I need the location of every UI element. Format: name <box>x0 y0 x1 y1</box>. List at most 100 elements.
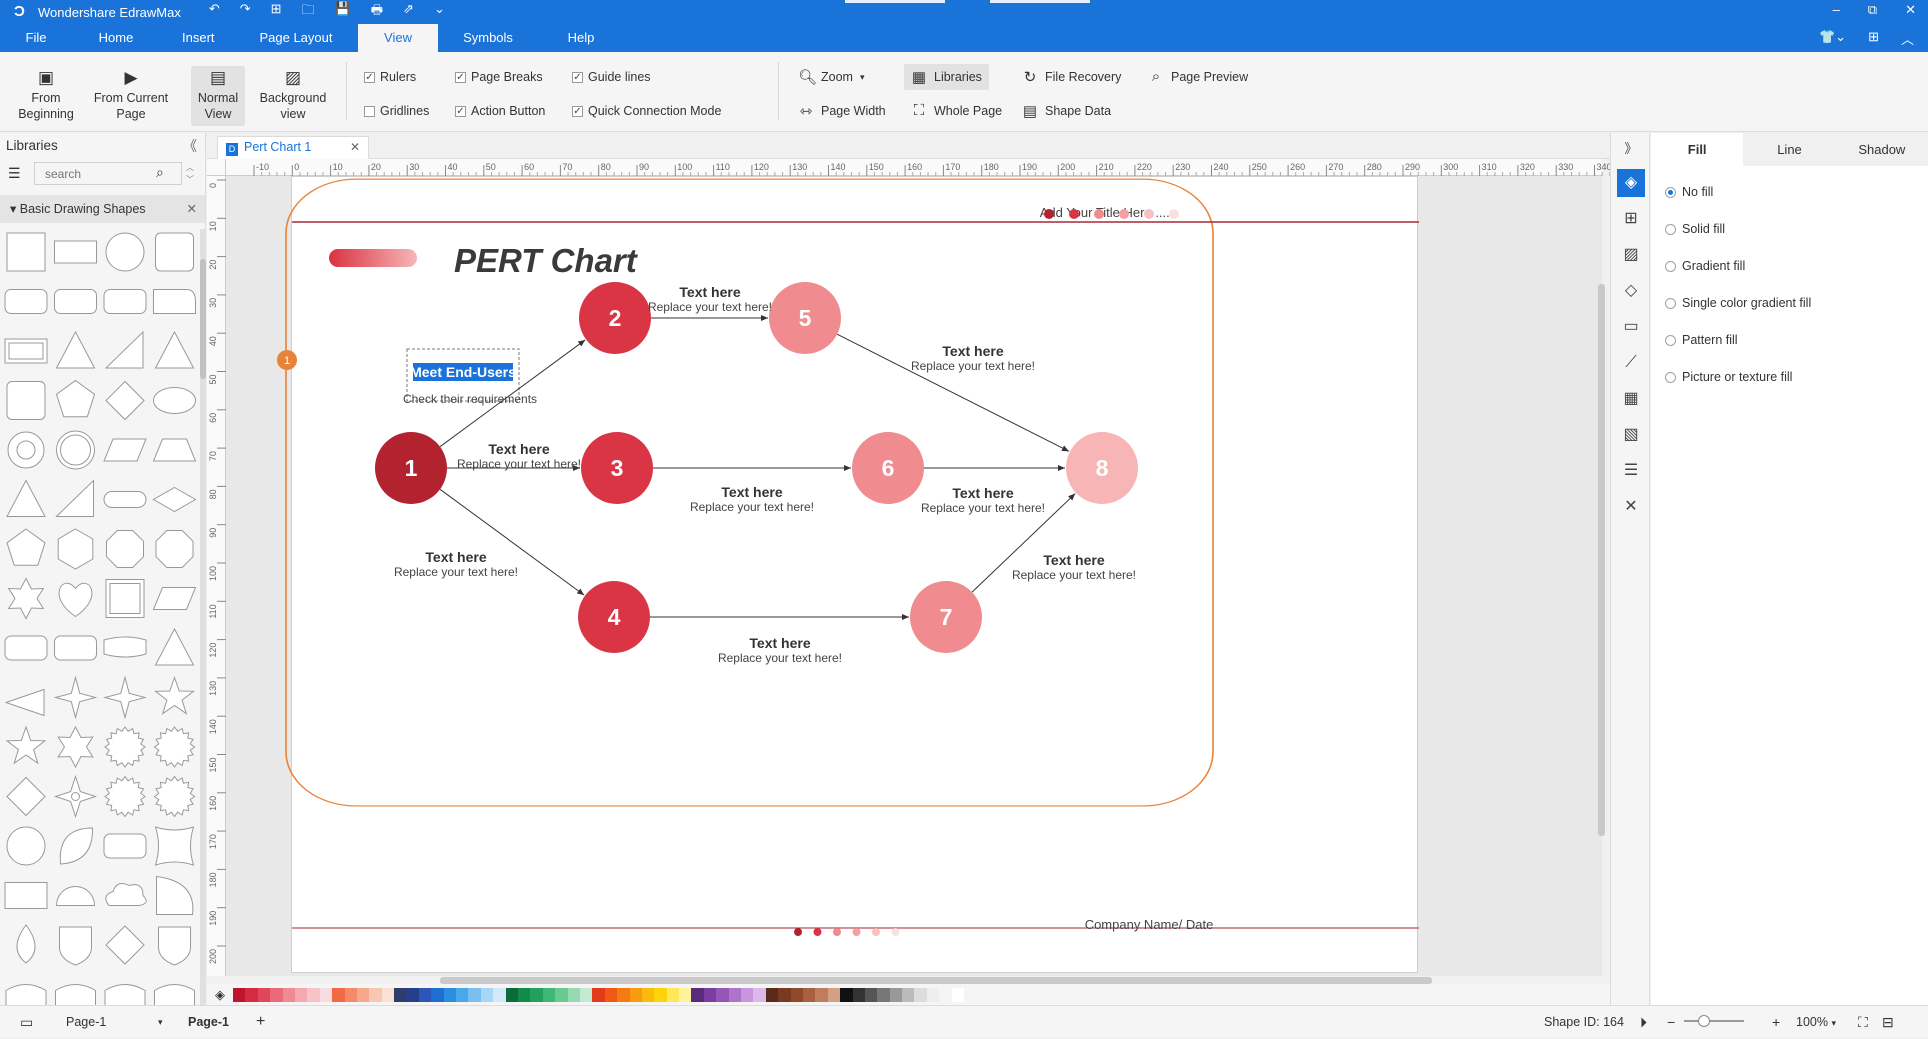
color-swatch[interactable] <box>406 988 419 1002</box>
shape-thumbnail-shield[interactable] <box>158 926 191 966</box>
zoom-out-icon[interactable]: − <box>1667 1014 1676 1030</box>
shape-thumbnail-right-triangle[interactable] <box>104 330 144 369</box>
color-swatch[interactable] <box>877 988 890 1002</box>
gradient-fill-option[interactable]: Gradient fill <box>1665 259 1745 273</box>
color-swatch[interactable] <box>629 988 642 1002</box>
tab-shadow[interactable]: Shadow <box>1858 142 1906 157</box>
fit-icon[interactable]: ⛶ <box>1858 1014 1868 1030</box>
color-swatch[interactable] <box>889 988 903 1002</box>
shape-thumbnail-rect-wide[interactable] <box>54 240 97 264</box>
shape-thumbnail-star6[interactable] <box>7 577 45 620</box>
page-panel-icon[interactable]: ▭ <box>20 1014 34 1030</box>
quick-access-icon[interactable]: 💾 <box>334 1 351 16</box>
color-swatch[interactable] <box>431 988 444 1002</box>
image-icon[interactable]: ▨ <box>1623 246 1639 263</box>
close-section-icon[interactable]: ✕ <box>186 202 197 216</box>
selected-text[interactable]: Meet End-Users <box>410 364 516 380</box>
color-swatch[interactable] <box>728 988 742 1002</box>
collapse-panel-icon[interactable]: 《 <box>183 138 197 154</box>
play-icon[interactable]: ⏵ <box>1640 1014 1647 1030</box>
restore-icon[interactable]: ⧉ <box>1867 2 1878 17</box>
color-swatch[interactable] <box>319 988 333 1002</box>
color-swatch[interactable] <box>691 988 704 1002</box>
library-scrollbar[interactable] <box>200 229 206 1005</box>
shape-thumbnail-trapezoid[interactable] <box>152 438 197 462</box>
normal-view-button[interactable]: ▤ Normal View <box>191 66 245 126</box>
search-icon[interactable]: ⌕ <box>156 164 164 180</box>
library-section-header[interactable]: ▾ Basic Drawing Shapes ✕ <box>0 195 205 223</box>
menu-view[interactable]: View <box>358 24 438 52</box>
apps-icon[interactable]: ⊞ <box>1868 29 1879 44</box>
collapse-ribbon-icon[interactable]: ︿ <box>1900 32 1914 47</box>
shape-thumbnail-seal[interactable] <box>153 775 196 818</box>
shape-thumbnail-octagon[interactable] <box>106 530 144 568</box>
background-view-button[interactable]: ▨ Background view <box>254 68 332 122</box>
color-swatch[interactable] <box>840 988 853 1002</box>
shape-thumbnail-seal[interactable] <box>153 726 196 768</box>
title-accent-pill[interactable] <box>329 249 417 267</box>
color-swatch[interactable] <box>827 988 841 1002</box>
pert-node-7[interactable]: 7 <box>910 581 982 653</box>
tab-fill[interactable]: Fill <box>1651 133 1744 166</box>
from-beginning-button[interactable]: ▣ From Beginning <box>12 68 80 122</box>
shape-thumbnail-rounded-square[interactable] <box>155 232 194 272</box>
color-swatch[interactable] <box>356 988 370 1002</box>
zoom-slider[interactable] <box>1684 1020 1744 1022</box>
shape-thumbnail-parallelogram[interactable] <box>103 438 147 462</box>
shape-thumbnail-rounded-rect[interactable] <box>4 289 48 314</box>
full-screen-icon[interactable]: ⊟ <box>1882 1014 1894 1030</box>
color-swatch[interactable] <box>245 988 258 1002</box>
color-swatch[interactable] <box>493 988 506 1002</box>
color-swatch[interactable] <box>679 988 692 1002</box>
pert-node-circle[interactable] <box>375 432 447 504</box>
pert-node-1[interactable]: 1 <box>375 432 447 504</box>
color-swatch[interactable] <box>282 988 295 1002</box>
quick-access-icon[interactable]: ⇗ <box>403 1 414 16</box>
close-icon[interactable]: ✕ <box>1905 2 1916 17</box>
data-icon[interactable]: ▧ <box>1623 426 1639 443</box>
pert-node-circle[interactable] <box>581 432 653 504</box>
shape-thumbnail-leaf[interactable] <box>59 827 94 865</box>
shape-thumbnail-pill[interactable] <box>103 491 147 508</box>
page-preview-button[interactable]: ⌕Page Preview <box>1141 64 1255 89</box>
shape-thumbnail-curve[interactable] <box>156 875 194 915</box>
pert-node-5[interactable]: 5 <box>769 282 841 354</box>
quick-access-icon[interactable]: ⊞ <box>270 1 282 16</box>
shape-thumbnail-rounded-rect[interactable] <box>4 635 48 661</box>
menu-symbols[interactable]: Symbols <box>463 30 513 45</box>
page-marker[interactable] <box>277 350 297 370</box>
color-swatch[interactable] <box>939 988 952 1002</box>
scrollbar-thumb[interactable] <box>200 259 206 379</box>
color-swatch[interactable] <box>914 988 927 1002</box>
color-swatch[interactable] <box>765 988 779 1002</box>
color-swatch[interactable] <box>666 988 680 1002</box>
shape-thumbnail-cone[interactable] <box>154 627 195 666</box>
pert-node-3[interactable]: 3 <box>581 432 653 504</box>
page-width-button[interactable]: ⇿Page Width <box>791 98 893 124</box>
pert-chart-diagram[interactable]: Add Your Title Here ...... Company Name/… <box>277 177 1419 974</box>
chevron-up-icon[interactable]: ︿ <box>186 163 194 172</box>
action-button-checkbox[interactable]: ✓Action Button <box>455 104 545 118</box>
color-swatch[interactable] <box>542 988 556 1002</box>
color-swatch[interactable] <box>294 988 308 1002</box>
color-swatch[interactable] <box>443 988 457 1002</box>
minimize-icon[interactable]: – <box>1832 2 1840 17</box>
grid-icon[interactable]: ⊞ <box>1624 210 1638 227</box>
menu-help[interactable]: Help <box>567 30 595 45</box>
color-swatch[interactable] <box>790 988 803 1002</box>
shape-thumbnail-triangle-up[interactable] <box>6 479 46 517</box>
shape-thumbnail-pentagon[interactable] <box>55 379 96 418</box>
color-swatch[interactable] <box>741 988 754 1002</box>
gridlines-checkbox[interactable]: Gridlines <box>364 104 429 118</box>
color-swatch[interactable] <box>617 988 630 1002</box>
pert-node-circle[interactable] <box>1066 432 1138 504</box>
shape-thumbnail-star5[interactable] <box>5 725 47 765</box>
zoom-in-icon[interactable]: + <box>1772 1014 1781 1030</box>
tshirt-icon[interactable]: 👕⌄ <box>1818 29 1847 44</box>
pert-node-4[interactable]: 4 <box>578 581 650 653</box>
